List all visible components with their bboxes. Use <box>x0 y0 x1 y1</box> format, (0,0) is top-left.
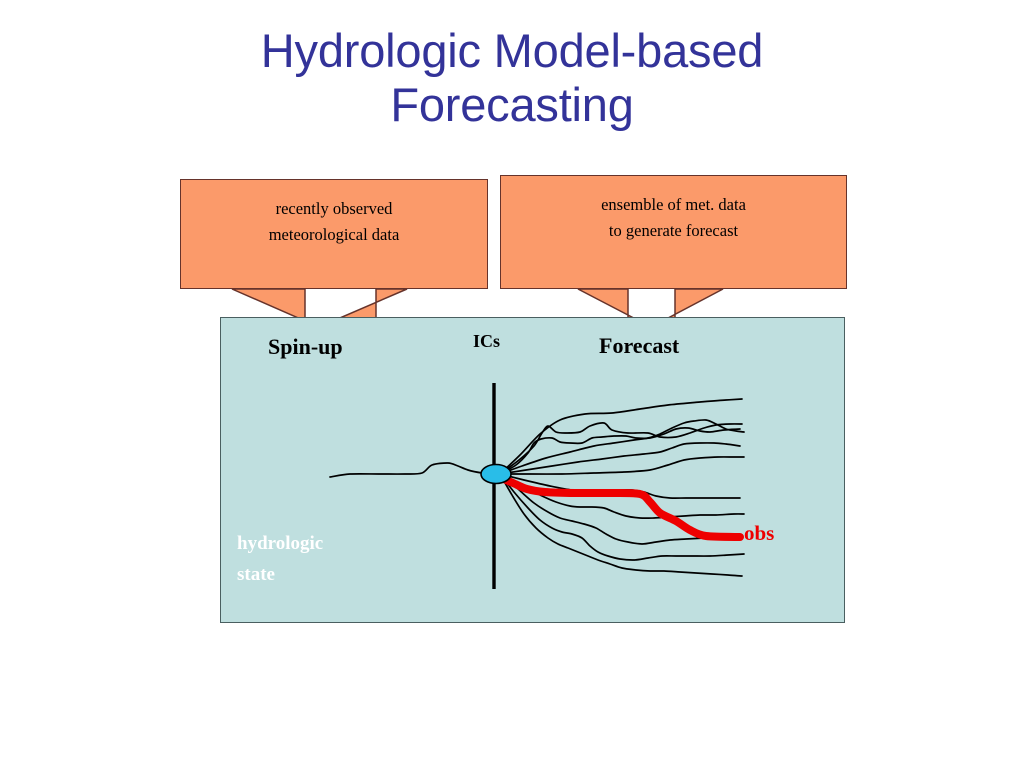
label-ics: ICs <box>473 331 501 351</box>
label-forecast: Forecast <box>599 333 680 358</box>
label-spin-up: Spin-up <box>268 334 343 359</box>
callout-box-observed-text: recently observed meteorological data <box>181 196 487 247</box>
title-line-2: Forecasting <box>390 77 634 131</box>
callout-box-ensemble-text: ensemble of met. data to generate foreca… <box>501 192 846 243</box>
callout-box-ensemble-met-data: ensemble of met. data to generate foreca… <box>500 175 847 289</box>
ensemble-line-1: ensemble of met. data <box>601 195 746 214</box>
hydrologic-state-line-1: hydrologic <box>237 533 324 554</box>
ensemble-line-2: to generate forecast <box>608 220 739 240</box>
page-title: Hydrologic Model-based Forecasting <box>112 24 912 131</box>
label-hydrologic-state: hydrologic state <box>237 529 323 591</box>
observed-line-2: meteorological data <box>268 224 400 244</box>
title-line-1: Hydrologic Model-based <box>260 24 764 77</box>
label-obs: obs <box>744 521 775 545</box>
callout-box-recently-observed: recently observed meteorological data <box>180 179 488 289</box>
observed-line-1: recently observed <box>275 199 393 218</box>
hydrologic-state-line-2: state <box>237 563 275 585</box>
